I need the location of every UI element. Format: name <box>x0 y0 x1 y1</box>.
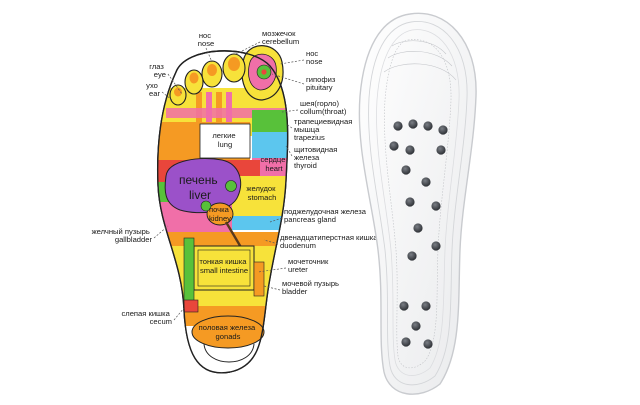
organ-gonads <box>191 315 265 349</box>
magnet <box>405 197 415 207</box>
magnet <box>407 251 417 261</box>
magnet <box>389 141 399 151</box>
magnet <box>438 125 448 135</box>
insole-magnets <box>389 119 448 349</box>
toe-2-spot <box>228 57 240 71</box>
magnet <box>413 223 423 233</box>
label-gallbladder: желчный пузырь gallbladder <box>92 227 153 244</box>
adrenal-spot <box>200 200 212 212</box>
magnet <box>423 121 433 131</box>
organ-liver <box>164 158 242 214</box>
label-ureter: мочеточник ureter <box>288 257 331 274</box>
label-cecum: слепая кишка cecum <box>121 309 172 326</box>
magnet <box>405 145 415 155</box>
leader-cecum <box>173 307 185 321</box>
label-duodenum: двенадцатиперстная кишка duodenum <box>280 233 380 250</box>
insole-trim-2 <box>376 29 460 376</box>
label-nose-left: нос nose <box>198 31 214 48</box>
label-pituitary: гипофиз pituitary <box>306 75 337 92</box>
region-stomach <box>232 176 288 216</box>
insole-trim-1 <box>368 21 468 386</box>
toe-5-spot <box>174 87 182 97</box>
label-liver: печень liver <box>179 173 221 202</box>
leader-eye <box>167 73 183 95</box>
magnet <box>431 201 441 211</box>
leader-ureter <box>257 267 287 273</box>
magnet <box>401 165 411 175</box>
magnet <box>393 121 403 131</box>
label-lung: легкие lung <box>212 131 237 149</box>
toe-3-spot <box>207 64 217 76</box>
magnet <box>423 339 433 349</box>
label-kidney: почка kidney <box>209 205 231 223</box>
leader-gallbladder <box>153 225 169 239</box>
insole-outline <box>358 12 477 395</box>
label-thyroid: щитовидная железа thyroid <box>294 145 339 170</box>
magnet <box>436 145 446 155</box>
magnet <box>421 177 431 187</box>
label-bladder: мочевой пузырь bladder <box>282 279 341 296</box>
gallbladder-spot <box>225 180 237 192</box>
leader-trapezius <box>285 123 293 129</box>
magnet <box>408 119 418 129</box>
insole-stitching <box>384 39 452 369</box>
label-stomach: желудок stomach <box>246 184 277 202</box>
foot-diagram: легкие lung печень liver почка kidney же… <box>92 29 380 374</box>
region-pancreas <box>232 216 288 230</box>
label-cerebellum: мозжечок cerebellum <box>262 29 299 46</box>
region-thyroid <box>252 132 288 158</box>
heel-arch <box>203 343 255 363</box>
magnet <box>431 241 441 251</box>
label-gonads: половая железа gonads <box>199 323 258 341</box>
label-trapezius: трапециевидная мышца trapezius <box>294 117 354 142</box>
magnet <box>399 301 409 311</box>
bladder-block <box>253 261 265 297</box>
region-throat-band <box>166 108 286 118</box>
leader-nose-right <box>279 59 305 65</box>
leader-thyroid <box>285 145 293 157</box>
organ-kidney <box>206 202 234 226</box>
magnetic-insole <box>358 12 477 395</box>
label-small-intestine: тонкая кишка small intestine <box>199 257 248 275</box>
label-pancreas: поджелудочная железа pancreas gland <box>284 207 368 224</box>
leader-pituitary <box>271 73 305 85</box>
region-trapezius <box>252 110 288 132</box>
leader-bladder <box>263 285 281 291</box>
magnet <box>421 301 431 311</box>
toe-4-spot <box>189 72 199 84</box>
label-ear: ухо ear <box>146 81 160 98</box>
leader-nose-left <box>205 47 213 63</box>
lung-box <box>199 123 251 159</box>
label-throat: шея(горло) collum(throat) <box>300 99 347 116</box>
pituitary-core <box>261 69 267 75</box>
label-heart: сердце heart <box>260 155 287 173</box>
colon-ascending <box>183 237 195 309</box>
magnet <box>411 321 421 331</box>
leader-throat <box>281 109 299 113</box>
label-nose-right: нос nose <box>306 49 322 66</box>
label-eye: глаз eye <box>149 62 166 79</box>
leader-duodenum <box>263 239 279 245</box>
leader-cerebellum <box>235 41 261 55</box>
cecum-block <box>183 299 199 313</box>
magnet <box>401 337 411 347</box>
